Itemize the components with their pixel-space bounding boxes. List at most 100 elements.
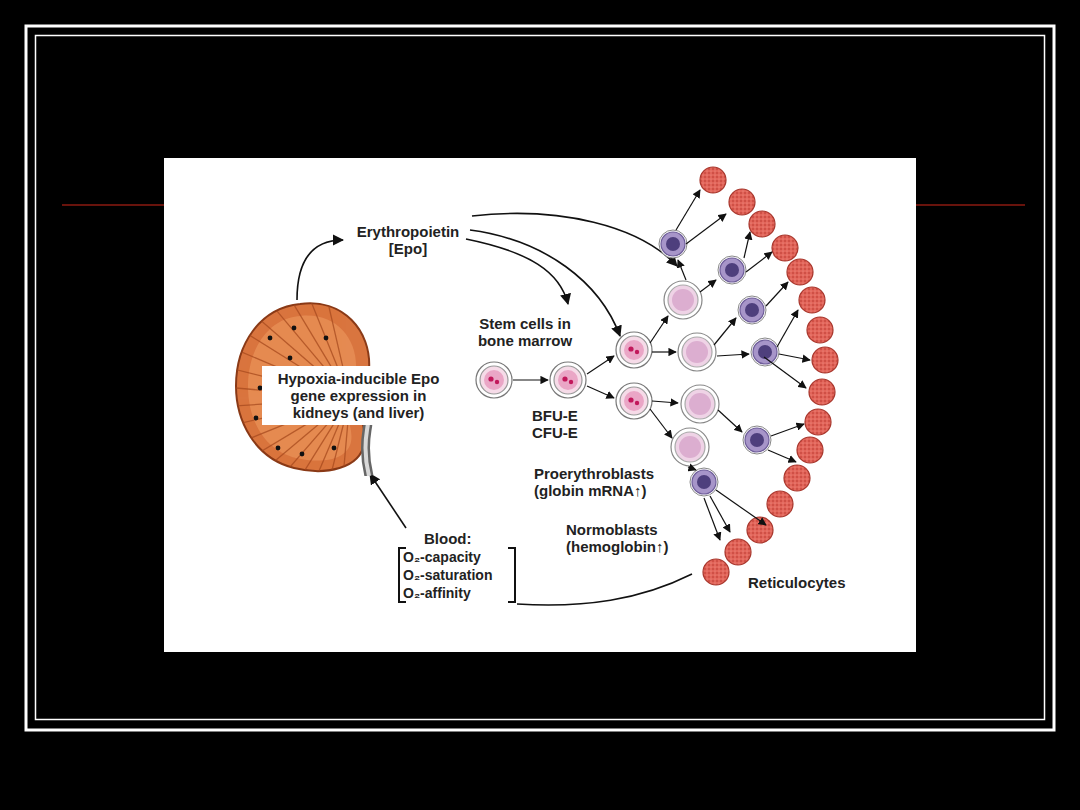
blood-parameter: O₂-saturation — [403, 566, 511, 584]
normoblast-ring — [690, 468, 718, 496]
stage-note: (globin mRNA↑) — [534, 482, 646, 499]
blood-parameter: O₂-affinity — [403, 584, 511, 602]
reticulocyte — [807, 317, 833, 343]
lineage-arrow — [688, 467, 696, 470]
stem-cell-ring — [616, 332, 652, 368]
stem-cell-ring — [476, 362, 512, 398]
lineage-arrow — [587, 356, 614, 374]
lineage-arrow — [771, 424, 804, 436]
lineage-arrow — [768, 450, 796, 462]
lineage-arrow — [587, 386, 614, 398]
nucleolus — [628, 346, 633, 351]
nucleolus — [569, 380, 573, 384]
lineage-arrow — [650, 316, 668, 343]
stem-cell — [620, 387, 648, 415]
kidney-organ: Hypoxia-inducible Epo gene expression in… — [230, 298, 458, 476]
stage-note: (hemoglobin↑) — [566, 538, 668, 555]
normoblast — [753, 340, 777, 364]
nucleolus — [495, 380, 499, 384]
lineage-arrow — [676, 190, 700, 230]
normoblast-nucleus — [666, 237, 680, 251]
nucleolus — [635, 401, 639, 405]
stem-cell-nucleus — [484, 370, 504, 390]
flow-arrow — [370, 474, 406, 528]
reticulocyte — [767, 491, 793, 517]
proerythroblast-ring — [671, 428, 709, 466]
stem-cell-nucleus — [624, 340, 644, 360]
proerythroblast — [675, 432, 705, 462]
blood-heading: Blood: — [424, 530, 516, 547]
proerythroblast-nucleus — [689, 393, 711, 415]
reticulocyte — [772, 235, 798, 261]
kidney-vessel — [324, 336, 329, 341]
lineage-arrow — [700, 280, 716, 292]
stem-cell-nucleus — [624, 391, 644, 411]
reticulocyte — [725, 539, 751, 565]
proerythroblast-ring — [681, 385, 719, 423]
stage-label: Reticulocytes — [748, 574, 846, 591]
normoblast-nucleus — [697, 475, 711, 489]
proerythroblast-nucleus — [686, 341, 708, 363]
normoblast-ring — [743, 426, 771, 454]
kidney-vessel — [268, 336, 273, 341]
nucleolus — [628, 397, 633, 402]
reticulocyte — [812, 347, 838, 373]
cell-lineage — [476, 167, 838, 585]
reticulocyte — [805, 409, 831, 435]
reticulocyte — [787, 259, 813, 285]
outer-frame — [26, 26, 1054, 730]
lineage-arrow — [686, 214, 726, 244]
kidney-vessel — [300, 452, 305, 457]
reticulocyte — [749, 211, 775, 237]
lineage-arrow — [717, 354, 749, 356]
lineage-arrow — [678, 260, 686, 280]
lineage-arrow — [718, 410, 742, 432]
nucleolus — [488, 376, 493, 381]
proerythroblast-nucleus — [679, 436, 701, 458]
normoblast-nucleus — [725, 263, 739, 277]
normoblast-nucleus — [745, 303, 759, 317]
normoblast — [692, 470, 716, 494]
nucleolus — [635, 350, 639, 354]
normoblast — [661, 232, 685, 256]
proerythroblast-ring — [678, 333, 716, 371]
lineage-arrow — [777, 310, 798, 347]
lineage-arrow — [652, 401, 678, 403]
normoblast-nucleus — [758, 345, 772, 359]
normoblast-ring — [718, 256, 746, 284]
nucleolus — [562, 376, 567, 381]
blood-parameter: O₂-capacity — [403, 548, 511, 566]
reticulocyte — [703, 559, 729, 585]
stem-cell — [620, 336, 648, 364]
progenitor-label: CFU-E — [532, 424, 578, 441]
reticulocyte — [700, 167, 726, 193]
hormone-label: Erythropoietin [Epo] — [346, 223, 470, 257]
proerythroblast — [682, 337, 712, 367]
lineage-arrow — [714, 318, 736, 345]
stem-cell — [554, 366, 582, 394]
reticulocyte — [799, 287, 825, 313]
proerythroblast — [668, 285, 698, 315]
progenitor-label: BFU-E — [532, 407, 578, 424]
stage-label: Normoblasts — [566, 521, 658, 538]
lineage-arrow — [746, 252, 772, 272]
normoblast-ring — [738, 296, 766, 324]
lineage-arrow — [710, 496, 730, 532]
parameter-bracket: O₂-capacityO₂-saturationO₂-affinity — [398, 547, 516, 603]
normoblast — [720, 258, 744, 282]
hormone-name: Erythropoietin [Epo] — [346, 223, 470, 257]
inner-frame — [36, 36, 1045, 720]
kidney-vessel — [332, 446, 337, 451]
proerythroblast-ring — [664, 281, 702, 319]
lineage-arrow — [513, 379, 548, 380]
normoblast — [745, 428, 769, 452]
stem-cell — [480, 366, 508, 394]
kidney-vessel — [292, 326, 297, 331]
proerythroblast-nucleus — [672, 289, 694, 311]
kidney-vessel — [288, 356, 293, 361]
stem-cell-label: Stem cells in bone marrow — [468, 315, 582, 349]
reticulocyte — [797, 437, 823, 463]
